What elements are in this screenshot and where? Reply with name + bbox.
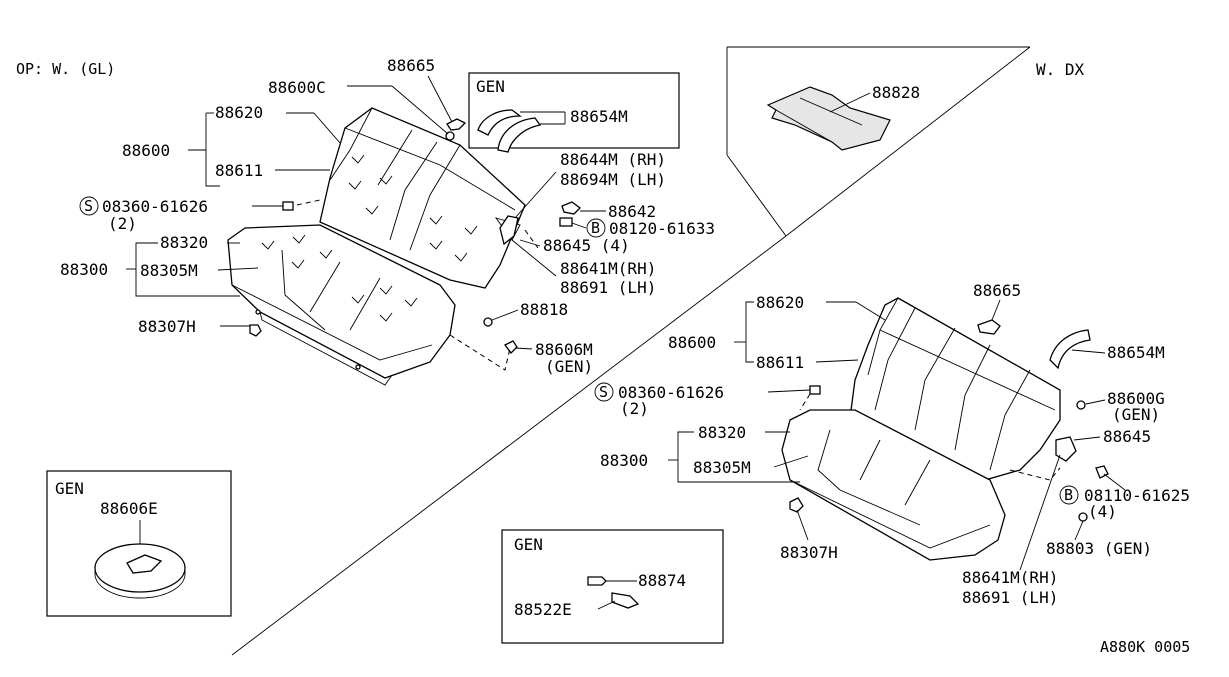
screw-symbol-right — [594, 382, 614, 402]
screw-symbol-left — [79, 196, 99, 216]
label-88642: 88642 — [608, 202, 656, 221]
gen-box-top-title: GEN — [476, 77, 505, 96]
label-88300-left: 88300 — [60, 260, 108, 279]
label-88620-left: 88620 — [215, 103, 263, 122]
part-88307h-left — [249, 324, 262, 337]
part-88642 — [561, 201, 581, 215]
label-88305m-left: 88305M — [140, 261, 198, 280]
diagram-code: A880K 0005 — [1100, 638, 1190, 656]
part-88654m-right — [1049, 329, 1091, 370]
part-88645-right — [1055, 436, 1077, 462]
label-screw-qty-left: (2) — [108, 214, 137, 233]
bolt-symbol-right — [1059, 485, 1079, 505]
right-seat-cushion — [781, 409, 1006, 561]
label-88606m-note: (GEN) — [545, 357, 593, 376]
left-seat-cushion — [227, 224, 456, 386]
inset-diagonal-edge — [726, 154, 787, 237]
screw-prefix-right: S — [599, 383, 608, 401]
label-bolt-code-right: 08110-61625 — [1084, 486, 1190, 505]
label-88654m-right: 88654M — [1107, 343, 1165, 362]
label-88665-left: 88665 — [387, 56, 435, 75]
part-88307h-right — [789, 497, 804, 513]
part-88600g — [1076, 400, 1086, 410]
gen-box-88874: GEN 88874 88522E — [501, 529, 724, 644]
label-88611-left: 88611 — [215, 161, 263, 180]
gen-box-small-title: GEN — [514, 535, 543, 554]
bolt-08120 — [559, 217, 573, 227]
label-88645-right: 88645 — [1103, 427, 1151, 446]
label-screw-code-right: 08360-61626 — [618, 383, 724, 402]
screw-prefix-left: S — [84, 197, 93, 215]
part-88606m — [504, 340, 518, 354]
bolt-prefix-right: B — [1064, 486, 1073, 504]
wagon-dx-label: W. DX — [1036, 60, 1085, 79]
bolt-symbol-left — [586, 218, 606, 238]
label-88606e: 88606E — [100, 499, 158, 518]
label-88600g: 88600G — [1107, 389, 1165, 408]
gen-box-88606e: GEN 88606E — [46, 470, 232, 617]
label-bolt-qty-right: (4) — [1088, 502, 1117, 521]
part-88665-right — [977, 319, 1001, 335]
label-88307h-right: 88307H — [780, 543, 838, 562]
label-88641m-right: 88641M(RH) — [962, 568, 1058, 587]
divider-line-main — [231, 235, 787, 656]
label-88522e: 88522E — [514, 600, 572, 619]
gen-box-88654m: GEN 88654M — [468, 72, 680, 153]
label-88803: 88803 (GEN) — [1046, 539, 1152, 558]
label-88665-right: 88665 — [973, 281, 1021, 300]
part-88665-clip — [446, 118, 467, 131]
label-88694m: 88694M (LH) — [560, 170, 666, 189]
label-88874: 88874 — [638, 571, 686, 590]
inset-right-edge — [785, 46, 1031, 237]
label-88600g-note: (GEN) — [1112, 405, 1160, 424]
label-88320-left: 88320 — [160, 233, 208, 252]
wdx-inset: 88828 — [766, 83, 920, 151]
part-88803 — [1078, 512, 1088, 522]
label-screw-qty-right: (2) — [620, 399, 649, 418]
label-88641m-left: 88641M(RH) — [560, 259, 656, 278]
option-note: OP: W. (GL) — [16, 60, 115, 78]
label-88644m: 88644M (RH) — [560, 150, 666, 169]
label-88600c: 88600C — [268, 78, 326, 97]
gen-box-cap-title: GEN — [55, 479, 84, 498]
label-88620-right: 88620 — [756, 293, 804, 312]
label-88611-right: 88611 — [756, 353, 804, 372]
screw-08360-right — [809, 385, 821, 395]
screw-08360-left — [282, 201, 294, 211]
label-88828: 88828 — [872, 83, 920, 102]
part-88641m-bracket-left — [499, 215, 519, 246]
label-88691-left: 88691 (LH) — [560, 278, 656, 297]
label-88305m-right: 88305M — [693, 458, 751, 477]
bolt-prefix-left: B — [591, 219, 600, 237]
label-88645-left: 88645 (4) — [543, 236, 630, 255]
label-88600-right: 88600 — [668, 333, 716, 352]
part-88818 — [483, 317, 493, 327]
label-88818: 88818 — [520, 300, 568, 319]
label-bolt-code-left: 08120-61633 — [609, 219, 715, 238]
label-screw-code-left: 08360-61626 — [102, 197, 208, 216]
label-88307h-left: 88307H — [138, 317, 196, 336]
label-88600-left: 88600 — [122, 141, 170, 160]
label-88320-right: 88320 — [698, 423, 746, 442]
label-88606m: 88606M — [535, 340, 593, 359]
label-88691-right: 88691 (LH) — [962, 588, 1058, 607]
label-88300-right: 88300 — [600, 451, 648, 470]
label-88654m-left: 88654M — [570, 107, 628, 126]
